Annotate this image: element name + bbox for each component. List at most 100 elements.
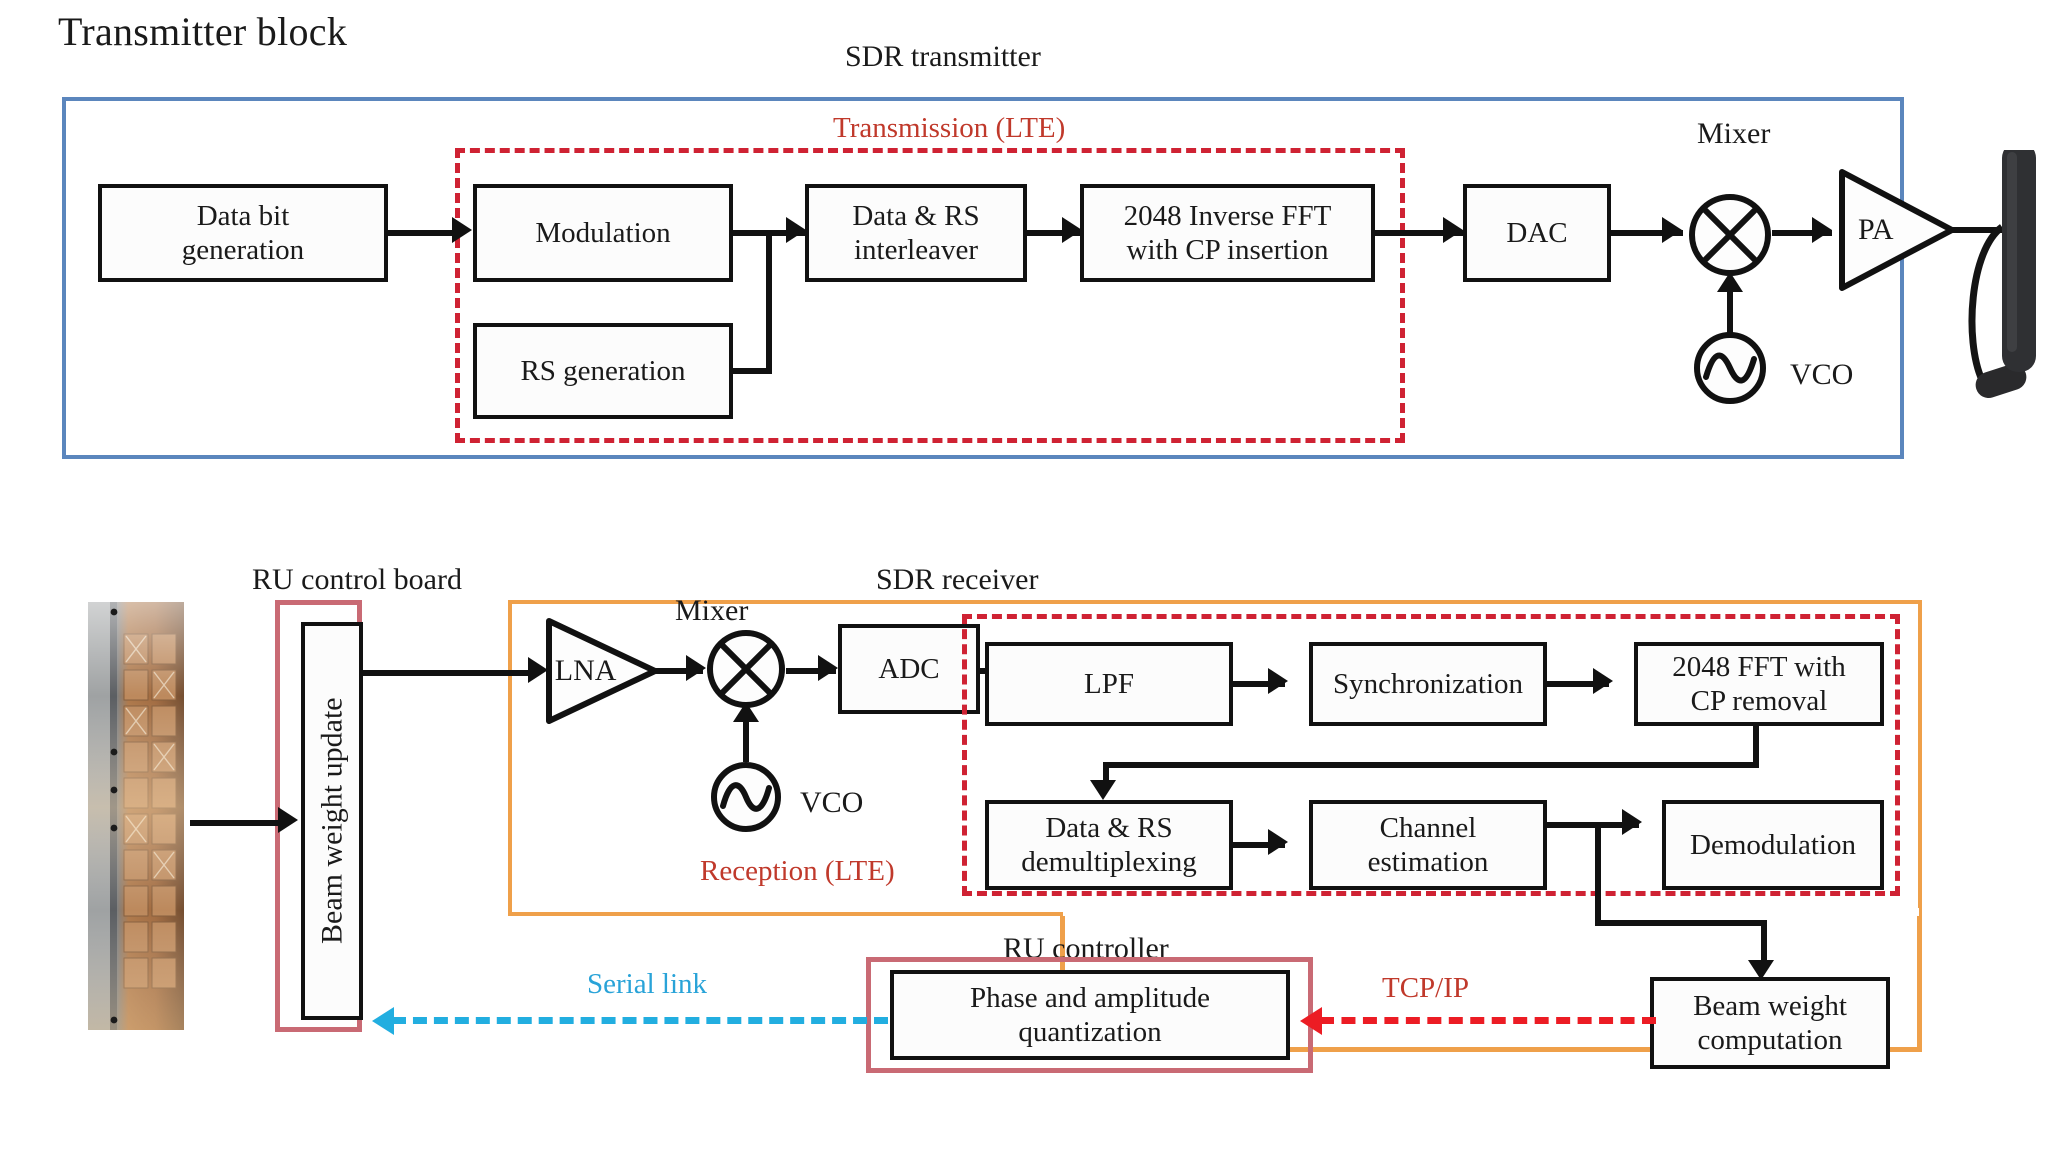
vco-icon-rx <box>709 760 783 834</box>
block-label: RS generation <box>520 354 686 387</box>
arrow-mixer-to-pa <box>1772 230 1832 236</box>
block-data-rs-demultiplexing: Data & RS demultiplexing <box>985 800 1233 890</box>
line-demux-drop <box>1103 762 1109 786</box>
block-label: Phase and amplitude quantization <box>969 981 1210 1048</box>
arrow-dac-to-mixer <box>1611 230 1683 236</box>
block-label: ADC <box>878 652 940 685</box>
sdr-transmitter-label: SDR transmitter <box>845 40 1041 73</box>
arrow-head <box>1593 668 1613 694</box>
transmission-lte-label: Transmission (LTE) <box>833 112 1066 144</box>
tcpip-link <box>1320 1017 1656 1024</box>
block-label: 2048 Inverse FFT with CP insertion <box>1123 199 1332 266</box>
lna-label: LNA <box>554 654 617 687</box>
arrow-ifft-to-dac <box>1375 230 1463 236</box>
sdr-receiver-label: SDR receiver <box>876 563 1039 596</box>
block-adc: ADC <box>838 624 980 714</box>
arrow-head <box>686 655 706 681</box>
block-label: Beam weight update <box>315 697 349 945</box>
arrow-head <box>372 1007 394 1035</box>
arrow-head <box>1300 1007 1322 1035</box>
serial-link <box>392 1017 888 1024</box>
arrow-head <box>786 217 806 243</box>
lna-amplifier-icon: LNA <box>543 615 661 727</box>
arrow-head <box>1717 272 1743 292</box>
block-label: Data bit generation <box>181 199 305 266</box>
line-tap-to-bwc <box>1595 920 1767 926</box>
block-demodulation: Demodulation <box>1662 800 1884 890</box>
line-vco-to-mixer-tx <box>1727 286 1733 334</box>
sdr-receiver-boundary-bottom <box>1060 1047 1922 1052</box>
sdr-receiver-boundary-right-leg <box>1917 912 1922 1052</box>
arrow-head <box>1622 809 1642 835</box>
block-label: LPF <box>1084 667 1134 700</box>
block-rs-generation: RS generation <box>473 323 733 419</box>
arrow-lpf-to-sync <box>1233 681 1285 687</box>
arrow-databit-to-modulation <box>388 230 454 236</box>
line-fft-down <box>1753 726 1759 768</box>
ru-control-board-label: RU control board <box>252 563 462 596</box>
mixer-label-rx: Mixer <box>675 594 749 627</box>
reception-lte-boundary <box>962 614 1900 896</box>
tcpip-label: TCP/IP <box>1382 972 1470 1004</box>
arrow-head <box>1268 829 1288 855</box>
transmit-antenna-photo <box>1940 142 2048 420</box>
mixer-label-tx: Mixer <box>1697 117 1771 150</box>
block-lpf: LPF <box>985 642 1233 726</box>
arrow-interleaver-to-ifft <box>1027 230 1080 236</box>
block-fft-cp-removal: 2048 FFT with CP removal <box>1634 642 1884 726</box>
block-beam-weight-update: Beam weight update <box>301 622 363 1020</box>
vco-label-tx: VCO <box>1790 358 1854 391</box>
block-label: Synchronization <box>1332 667 1524 700</box>
line-bwc-drop <box>1761 920 1767 966</box>
block-label: 2048 FFT with CP removal <box>1672 650 1846 717</box>
block-label: Channel estimation <box>1367 811 1489 878</box>
block-phase-amplitude-quantization: Phase and amplitude quantization <box>890 970 1290 1060</box>
arrow-head <box>528 657 548 683</box>
mixer-icon-rx <box>706 629 786 709</box>
block-inverse-fft: 2048 Inverse FFT with CP insertion <box>1080 184 1375 282</box>
arrow-head <box>1662 217 1682 243</box>
arrow-head <box>818 655 838 681</box>
vco-icon-tx <box>1692 330 1768 406</box>
line-chest-tap-down <box>1595 822 1601 926</box>
arrow-chest-to-demod <box>1547 822 1639 828</box>
arrow-head <box>1748 960 1774 980</box>
line-pa-to-antenna <box>1950 227 2012 233</box>
block-dac: DAC <box>1463 184 1611 282</box>
block-label: Demodulation <box>1690 828 1856 861</box>
arrow-head <box>452 217 472 243</box>
sdr-transmitter-boundary <box>62 97 1904 459</box>
arrow-lna-to-mixer <box>655 668 703 674</box>
arrow-head <box>1268 668 1288 694</box>
block-label: DAC <box>1506 216 1568 249</box>
boundary-gap-mask <box>1063 908 1919 916</box>
arrow-array-to-bwupdate <box>190 820 280 826</box>
arrow-sync-to-fft <box>1547 681 1609 687</box>
arrow-head <box>1090 780 1116 800</box>
line-board-to-lna <box>362 670 534 676</box>
arrow-head <box>1812 217 1832 243</box>
block-modulation: Modulation <box>473 184 733 282</box>
line-vco-to-mixer-rx <box>743 716 749 762</box>
block-channel-estimation: Channel estimation <box>1309 800 1547 890</box>
block-label: Data & RS interleaver <box>852 199 980 266</box>
arrow-mixer-to-adc <box>786 668 836 674</box>
line-rsgen-out <box>733 368 772 374</box>
pa-amplifier-icon: PA <box>1836 166 1958 294</box>
block-label: Modulation <box>535 216 671 249</box>
block-data-rs-interleaver: Data & RS interleaver <box>805 184 1027 282</box>
serial-link-label: Serial link <box>587 968 708 1000</box>
block-beam-weight-computation: Beam weight computation <box>1650 977 1890 1069</box>
arrow-demux-to-chest <box>1233 842 1285 848</box>
arrow-head <box>1443 217 1463 243</box>
block-label: Beam weight computation <box>1693 989 1847 1056</box>
arrow-head <box>733 702 759 722</box>
antenna-array-photo <box>88 602 184 1030</box>
block-data-bit-generation: Data bit generation <box>98 184 388 282</box>
pa-label: PA <box>1857 213 1894 246</box>
line-rsgen-riser <box>766 230 772 372</box>
vco-label-rx: VCO <box>800 786 864 819</box>
mixer-icon-tx <box>1688 193 1772 277</box>
line-fft-to-demux <box>1103 762 1759 768</box>
